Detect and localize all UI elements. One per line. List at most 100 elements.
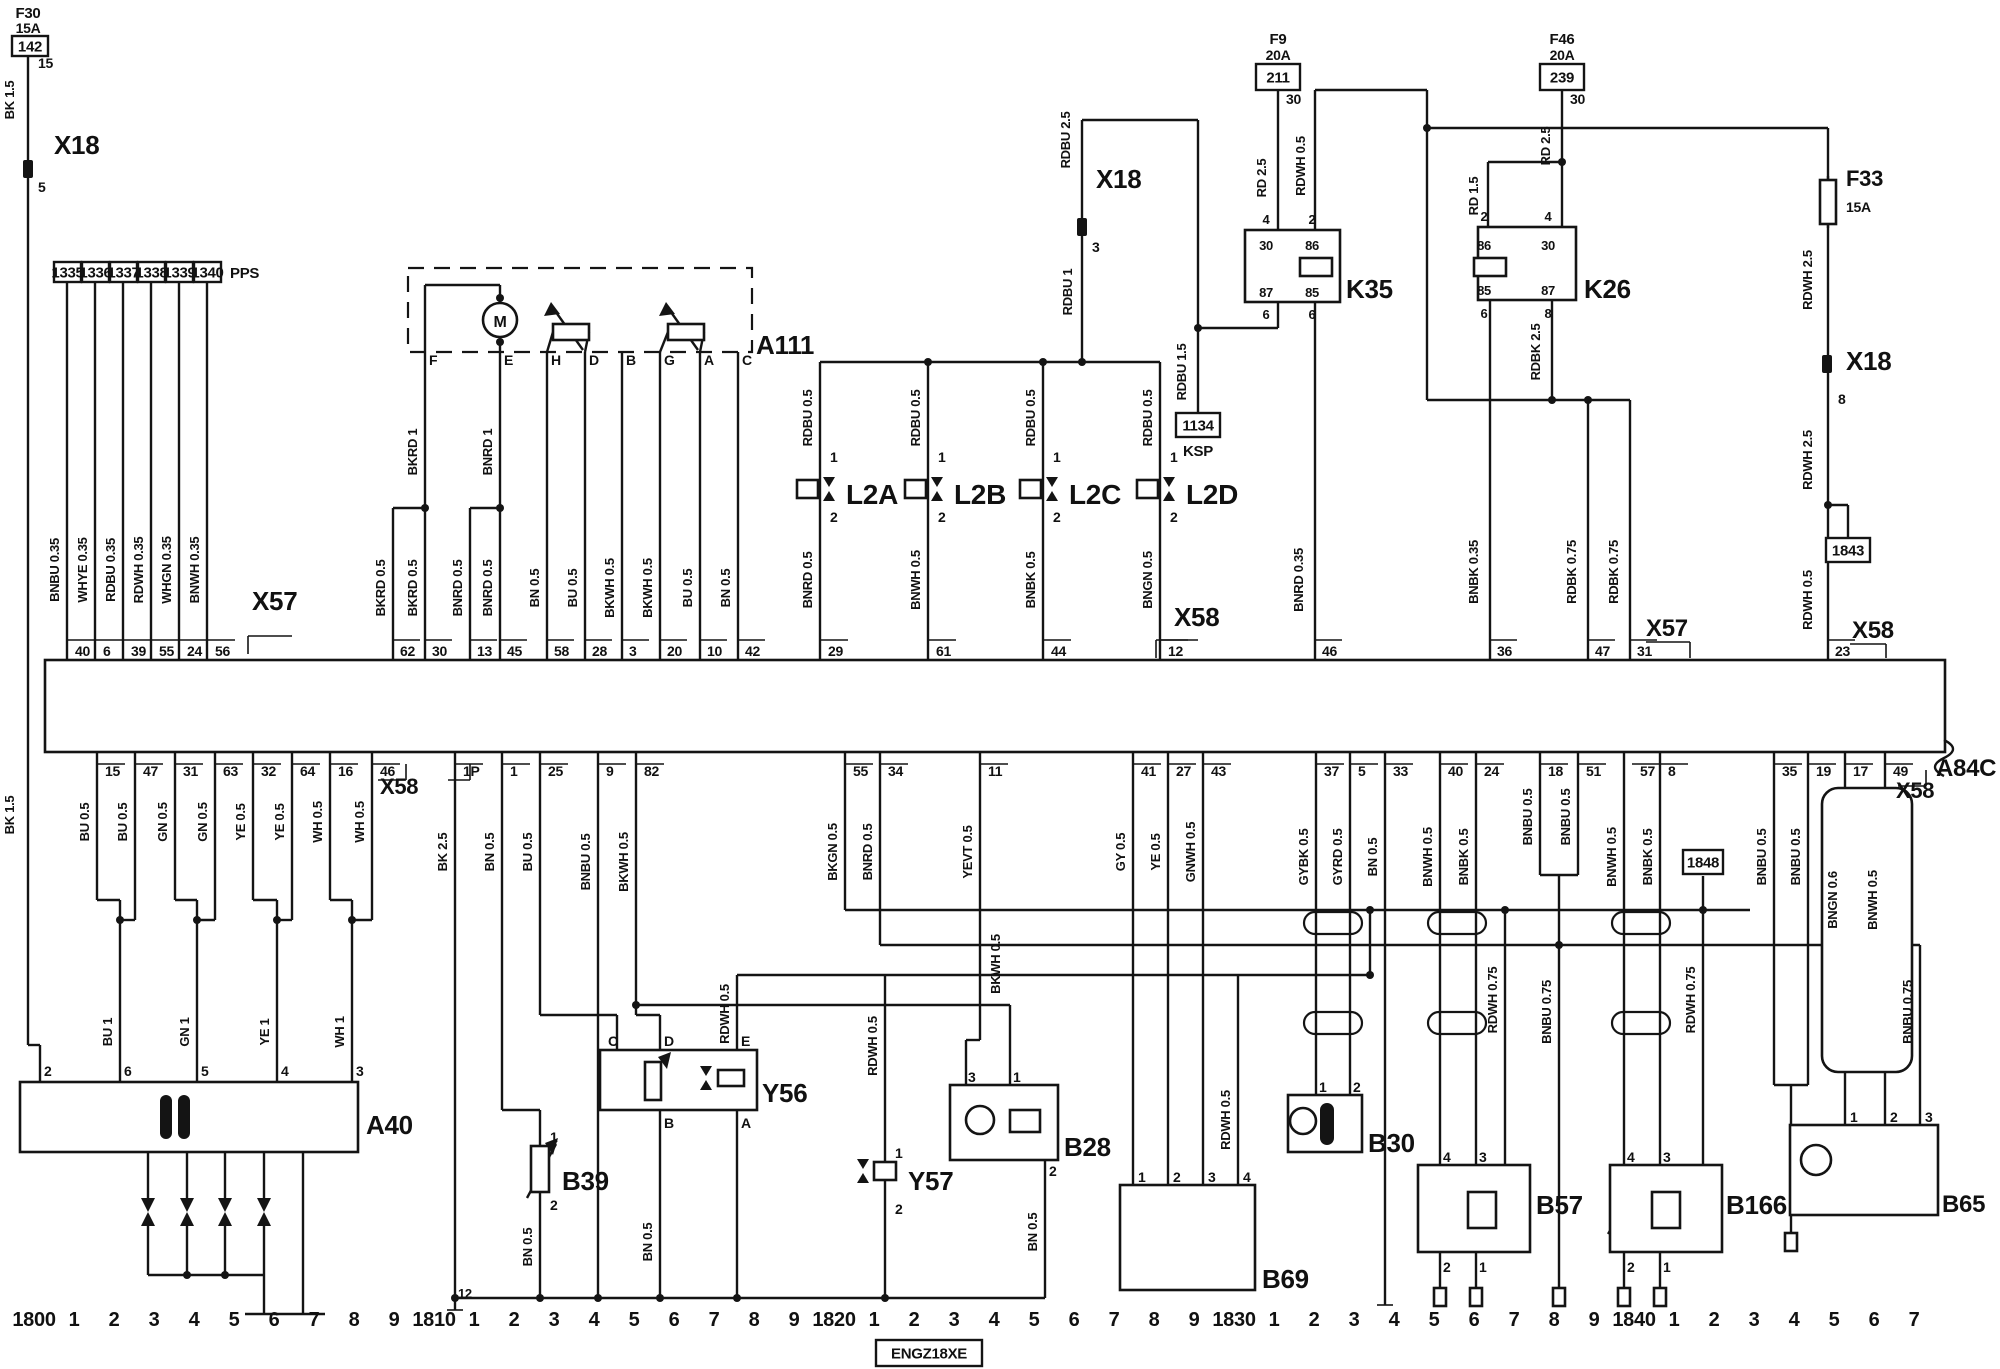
label-m: M	[493, 314, 506, 331]
wire-label-gy-0-5: GY 0.5	[1113, 833, 1128, 872]
scale-4: 4	[1389, 1309, 1401, 1331]
scale-1810: 1810	[412, 1309, 455, 1331]
label-85: 85	[1305, 285, 1319, 300]
arrow-head	[141, 1212, 155, 1226]
ref-box-label-1340: 1340	[191, 265, 223, 282]
ecu-pin-61: 61	[936, 643, 951, 659]
wire-label-bnrd-0-5: BNRD 0.5	[480, 560, 495, 617]
wire-label-wh-1: WH 1	[332, 1016, 347, 1047]
ecu-pin-82: 82	[644, 763, 659, 779]
wire-label-rdwh-0-5: RDWH 0.5	[1218, 1090, 1233, 1150]
label-2: 2	[938, 509, 946, 525]
label-2: 2	[1049, 1163, 1057, 1179]
ref-box-label-1843: 1843	[1832, 543, 1864, 560]
wire-label-rdwh-0-75: RDWH 0.75	[1485, 967, 1500, 1034]
label-1: 1	[1850, 1109, 1858, 1125]
label-f33: F33	[1846, 166, 1883, 191]
twisted-pair-loop	[1426, 1010, 1488, 1036]
label-f46: F46	[1550, 31, 1575, 48]
scale-1: 1	[1669, 1309, 1680, 1331]
ref-box-label-142: 142	[18, 39, 42, 56]
label-5: 5	[201, 1063, 209, 1079]
ref-box-label-211: 211	[1266, 70, 1289, 87]
ecu-pin-12: 12	[1168, 643, 1183, 659]
wire-label-bu-1: BU 1	[100, 1018, 115, 1046]
ref-box-label-1134: 1134	[1182, 418, 1214, 435]
scale-6: 6	[269, 1309, 280, 1331]
label-8: 8	[1545, 306, 1552, 321]
wire-label-gn-1: GN 1	[177, 1017, 192, 1046]
label-k35: K35	[1346, 274, 1393, 304]
ecu-pin-56: 56	[215, 643, 230, 659]
wire-label-whye-0-35: WHYE 0.35	[75, 537, 90, 602]
component-outline	[1783, 1231, 1799, 1253]
valve-icon	[857, 1173, 869, 1183]
wire-label-gybk-0-5: GYBK 0.5	[1296, 829, 1311, 886]
scale-3: 3	[949, 1309, 960, 1331]
ecu-pin-5: 5	[1358, 763, 1366, 779]
ecu-pin-24: 24	[187, 643, 202, 659]
label-1: 1	[1319, 1079, 1327, 1095]
scale-8: 8	[1549, 1309, 1560, 1331]
arrow-head	[218, 1212, 232, 1226]
wire-label-bnbk-0-35: BNBK 0.35	[1466, 540, 1481, 604]
ecu-pin-42: 42	[745, 643, 760, 659]
scale-1820: 1820	[812, 1309, 855, 1331]
label-2: 2	[1627, 1259, 1635, 1275]
wire-label-bnrd-0-5: BNRD 0.5	[800, 552, 815, 609]
junction-dot	[1548, 396, 1556, 404]
scale-4: 4	[589, 1309, 601, 1331]
wire-label-rd-2-5: RD 2.5	[1538, 127, 1553, 166]
wire-label-bngn-0-5: BNGN 0.5	[1140, 551, 1155, 609]
ecu-pin-41: 41	[1141, 763, 1156, 779]
label-20a: 20A	[1266, 47, 1291, 63]
wire-label-rdbk-0-75: RDBK 0.75	[1606, 540, 1621, 604]
scale-4: 4	[1789, 1309, 1801, 1331]
label-b57: B57	[1536, 1190, 1583, 1220]
scale-7: 7	[309, 1309, 320, 1331]
junction-dot	[1423, 124, 1431, 132]
valve-icon	[857, 1159, 869, 1169]
label-1: 1	[938, 449, 946, 465]
scale-5: 5	[229, 1309, 240, 1331]
ecu-pin-34: 34	[888, 763, 903, 779]
twisted-pair-loop	[1426, 910, 1488, 936]
scale-1840: 1840	[1612, 1309, 1655, 1331]
label-3: 3	[356, 1063, 364, 1079]
wire-label-bn-0-5: BN 0.5	[520, 1228, 535, 1267]
ecu-pin-55: 55	[159, 643, 174, 659]
wire-label-bk-1-5: BK 1.5	[2, 796, 17, 835]
valve-icon	[700, 1080, 712, 1090]
label-85: 85	[1477, 283, 1491, 298]
scale-3: 3	[1749, 1309, 1760, 1331]
component-outline	[1008, 1108, 1042, 1134]
ecu-pin-8: 8	[1668, 763, 1676, 779]
label-3: 3	[1208, 1169, 1216, 1185]
ecu-pin-64: 64	[300, 763, 315, 779]
scale-8: 8	[349, 1309, 360, 1331]
wire-label-rdwh-0-75: RDWH 0.75	[1683, 967, 1698, 1034]
valve-icon	[931, 477, 943, 487]
label-12: 12	[458, 1286, 472, 1301]
ecu-pin-32: 32	[261, 763, 276, 779]
scale-7: 7	[709, 1309, 720, 1331]
label-a111: A111	[756, 330, 814, 360]
ecu-pin-19: 19	[1816, 763, 1831, 779]
wire-label-bnwh-0-5: BNWH 0.5	[1604, 827, 1619, 887]
wire-label-bnbk-0-5: BNBK 0.5	[1456, 829, 1471, 886]
label-c: C	[742, 352, 752, 368]
wire-label-bn-0-5: BN 0.5	[527, 569, 542, 608]
wire-label-gnwh-0-5: GNWH 0.5	[1183, 822, 1198, 883]
scale-5: 5	[629, 1309, 640, 1331]
label-2: 2	[830, 509, 838, 525]
ecu-pin-36: 36	[1497, 643, 1512, 659]
ecu-pin-57: 57	[1640, 763, 1655, 779]
scale-2: 2	[509, 1309, 520, 1331]
component-outline	[1652, 1286, 1668, 1308]
label-6: 6	[1481, 306, 1488, 321]
wire-label-bu-0-5: BU 0.5	[680, 569, 695, 608]
wire-label-gyrd-0-5: GYRD 0.5	[1330, 829, 1345, 886]
ecu-pin-35: 35	[1782, 763, 1797, 779]
label-3: 3	[968, 1069, 976, 1085]
